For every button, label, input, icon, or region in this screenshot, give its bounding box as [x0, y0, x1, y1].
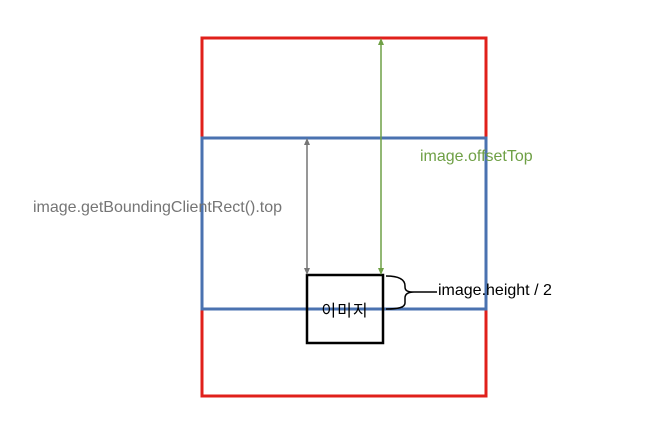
offset-top-label: image.offsetTop: [420, 148, 533, 165]
bounding-client-rect-top-arrow: [304, 138, 310, 275]
viewport-rect: [200, 136, 488, 311]
bounding-client-rect-top-label: image.getBoundingClientRect().top: [33, 199, 283, 216]
half-height-label: image.height / 2: [438, 282, 552, 299]
offset-top-arrow: [378, 38, 384, 275]
image-box-label: 이미지: [321, 301, 369, 320]
image-box: [305, 273, 385, 345]
half-height-brace: [385, 275, 415, 310]
